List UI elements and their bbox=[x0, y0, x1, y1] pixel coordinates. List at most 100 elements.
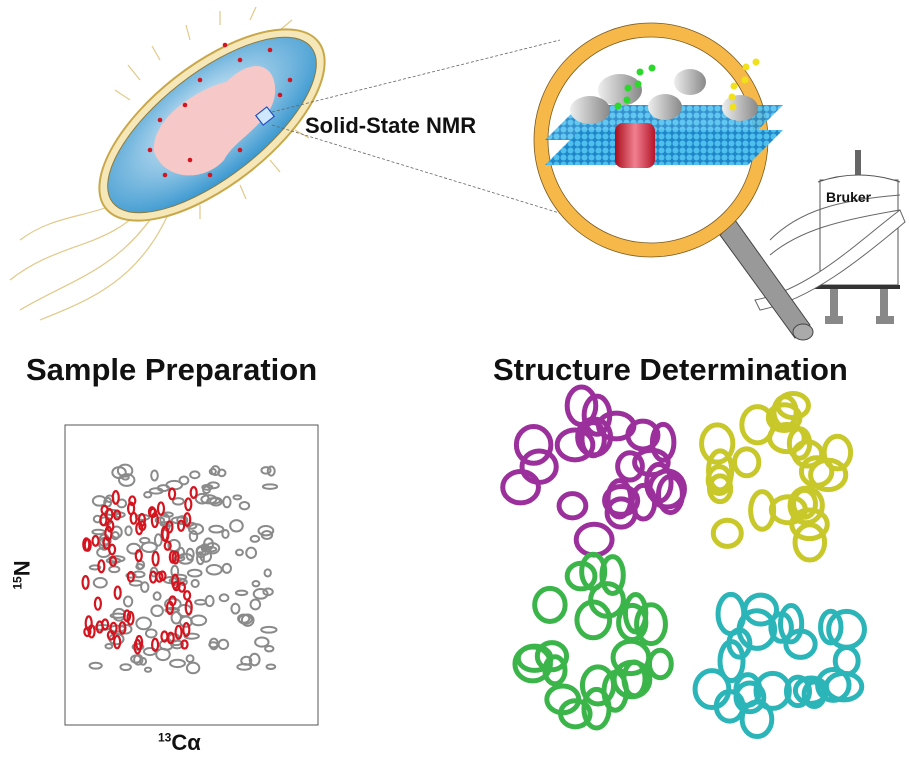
helix-ribbon bbox=[768, 494, 808, 526]
helix-ribbon bbox=[500, 469, 541, 506]
spectrum-peak-red bbox=[182, 622, 191, 638]
spectrum-peak-red bbox=[177, 581, 187, 593]
spectrum-peak-red bbox=[171, 573, 180, 590]
spectrum-peak-gray bbox=[249, 598, 262, 611]
spectrum-peak-gray bbox=[92, 576, 108, 589]
spectrum-peak-gray bbox=[260, 625, 278, 634]
zoom-region-box bbox=[254, 106, 276, 126]
sample-preparation-title: Sample Preparation bbox=[26, 352, 318, 387]
spectrum-peak-red bbox=[183, 512, 192, 527]
spectrum-peak-gray bbox=[210, 465, 221, 477]
helix-ribbon bbox=[558, 698, 593, 730]
spectrum-peak-red bbox=[105, 507, 114, 522]
spectrum-peak-gray bbox=[153, 533, 163, 547]
spectrum-peak-gray bbox=[245, 546, 258, 559]
spectrum-peak-red bbox=[184, 497, 193, 512]
spectrum-peak-red bbox=[189, 486, 198, 499]
spectrum-peak-red bbox=[165, 520, 174, 534]
spectrum-peak-red bbox=[150, 637, 160, 652]
spectrum-peak-red bbox=[177, 519, 186, 532]
helix-ribbon bbox=[753, 670, 792, 711]
helix-ribbon bbox=[808, 457, 849, 493]
spectrum-peak-gray bbox=[144, 628, 158, 639]
spectrum-peak-gray bbox=[150, 469, 159, 482]
spectrum-peak-gray bbox=[205, 564, 223, 576]
spectrum-peak-gray bbox=[105, 557, 122, 564]
spectrum-peak-gray bbox=[262, 587, 274, 597]
spectrum-peak-red bbox=[122, 609, 132, 623]
spectrum-peak-gray bbox=[235, 548, 244, 557]
spectrum-peak-gray bbox=[208, 641, 219, 649]
spectrum-peak-gray bbox=[264, 644, 275, 653]
spectrum-peak-gray bbox=[254, 636, 270, 648]
membrane-protein bbox=[615, 123, 655, 168]
spectrum-peak-gray bbox=[190, 578, 200, 588]
technique-label: Solid-State NMR bbox=[305, 113, 477, 138]
helix-ribbon bbox=[731, 446, 762, 479]
spectrum-peak-red bbox=[118, 621, 127, 635]
spectrum-peak-red bbox=[160, 630, 169, 643]
spectrum-peak-gray bbox=[260, 466, 272, 475]
protein-subunit bbox=[512, 551, 674, 731]
spectrum-peak-gray bbox=[263, 568, 272, 578]
helix-ribbon bbox=[715, 591, 747, 637]
spectrum-peak-red bbox=[82, 537, 91, 552]
spectrum-peak-red bbox=[87, 624, 96, 639]
lipid-membrane bbox=[545, 130, 783, 165]
spectrum-peak-red bbox=[151, 550, 160, 567]
spectrum-peak-red bbox=[102, 536, 111, 550]
helix-ribbon bbox=[717, 639, 746, 684]
y-axis-isotope: 15 bbox=[10, 576, 25, 590]
zoom-lines bbox=[271, 39, 616, 231]
spectrum-peak-gray bbox=[154, 516, 166, 524]
spectrum-peak-red bbox=[163, 540, 172, 551]
spectrum-peak-gray bbox=[252, 588, 269, 600]
spectrum-peak-gray bbox=[118, 473, 136, 487]
helix-ribbon bbox=[705, 464, 733, 496]
spectrum-peak-red bbox=[180, 639, 189, 650]
spectrum-peak-red bbox=[134, 549, 143, 563]
helix-ribbon bbox=[821, 433, 854, 472]
spectrum-peak-red bbox=[183, 590, 192, 601]
spectrum-peak-gray bbox=[202, 537, 214, 551]
spectrum-peak-gray bbox=[176, 515, 189, 526]
spectrum-peak-gray bbox=[140, 581, 150, 593]
helix-ribbon bbox=[579, 664, 617, 707]
spectrum-peak-red bbox=[126, 610, 135, 626]
helix-ribbon bbox=[710, 517, 744, 549]
helix-ribbon bbox=[532, 585, 568, 624]
spectrum-peak-gray bbox=[194, 492, 210, 505]
spectrum-peak-gray bbox=[130, 654, 142, 664]
spectrum-peak-gray bbox=[88, 661, 103, 670]
spectrum-peak-gray bbox=[178, 475, 190, 486]
spectrum-peak-gray bbox=[229, 519, 244, 533]
spectrum-peak-gray bbox=[261, 483, 279, 490]
helix-ribbon bbox=[644, 461, 674, 504]
helix-ribbon bbox=[556, 491, 589, 521]
bacterium-illustration bbox=[9, 6, 326, 321]
helix-ribbon bbox=[801, 679, 827, 710]
helix-ribbon bbox=[542, 654, 568, 687]
spectrum-peak-gray bbox=[266, 465, 276, 477]
spectrum-peak-gray bbox=[88, 564, 102, 571]
spectrum-peak-gray bbox=[251, 580, 261, 588]
helix-ribbon bbox=[573, 521, 615, 558]
spectrum-peak-gray bbox=[248, 652, 261, 667]
spectrum-peak-red bbox=[165, 600, 175, 616]
spectrum-peak-gray bbox=[150, 604, 164, 618]
helix-ribbon bbox=[792, 522, 828, 563]
spectrum-peak-gray bbox=[238, 501, 251, 511]
spectrum-peak-gray bbox=[140, 541, 158, 554]
helix-ribbon bbox=[699, 422, 736, 465]
spectrum-peak-red bbox=[97, 559, 106, 574]
protein-subunit bbox=[692, 591, 867, 740]
helix-ribbon bbox=[768, 611, 794, 644]
spectrum-peak-gray bbox=[125, 572, 137, 579]
spectrum-peak-red bbox=[156, 501, 166, 516]
spectrum-peak-gray bbox=[222, 495, 232, 509]
protein-subunit bbox=[500, 384, 687, 558]
spectrum-peak-gray bbox=[200, 494, 218, 505]
spectrum-peak-gray bbox=[128, 579, 143, 587]
spectrum-peak-gray bbox=[257, 525, 275, 537]
helix-ribbon bbox=[647, 468, 687, 510]
